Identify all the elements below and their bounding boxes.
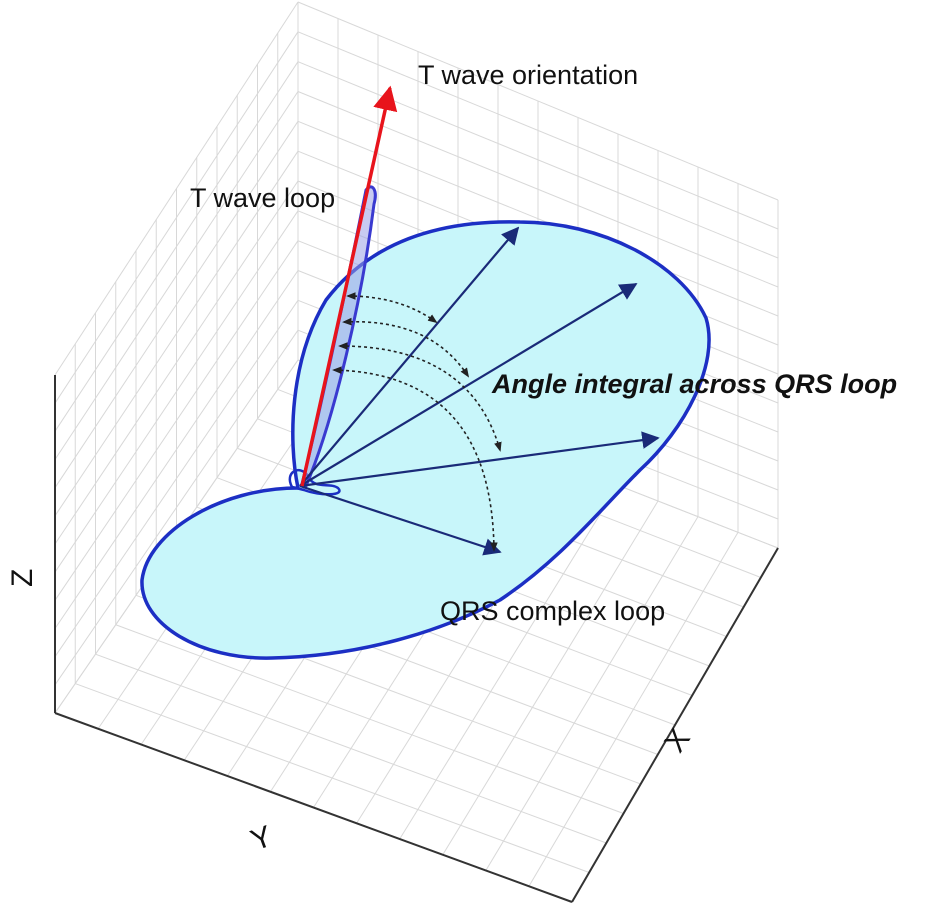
- grid-line: [54, 240, 299, 601]
- grid-line: [75, 683, 590, 873]
- grid-line: [54, 61, 299, 432]
- grid-line: [297, 1, 779, 201]
- t-wave-orientation-vector: [300, 85, 398, 487]
- axis-label-x: X: [658, 723, 697, 758]
- grid-line: [54, 270, 299, 629]
- grid-line: [54, 91, 299, 460]
- axis-label-y: Y: [246, 820, 276, 858]
- grid-line: [54, 329, 299, 686]
- grid-line: [297, 31, 779, 230]
- grid-line: [54, 31, 299, 404]
- label-t-orientation: T wave orientation: [418, 60, 638, 90]
- grid-line: [297, 120, 779, 317]
- grid-line: [54, 210, 299, 573]
- grid-line: [54, 150, 299, 517]
- grid-line: [297, 91, 779, 288]
- label-t-loop: T wave loop: [190, 183, 335, 213]
- axis-label-z: Z: [6, 569, 39, 587]
- angle-arcs: [332, 292, 502, 552]
- label-angle-integral: Angle integral across QRS loop: [491, 369, 897, 399]
- grid-line: [115, 624, 624, 814]
- grid-line: [54, 180, 299, 545]
- angle-arc-4: [332, 366, 498, 552]
- label-qrs-loop: QRS complex loop: [440, 596, 665, 626]
- box-frame: [54, 375, 779, 903]
- grid-line: [54, 1, 299, 376]
- grid-line: [95, 653, 607, 844]
- grid-line: [54, 121, 299, 488]
- grid-line: [54, 300, 299, 657]
- angle-arc-1: [346, 292, 438, 324]
